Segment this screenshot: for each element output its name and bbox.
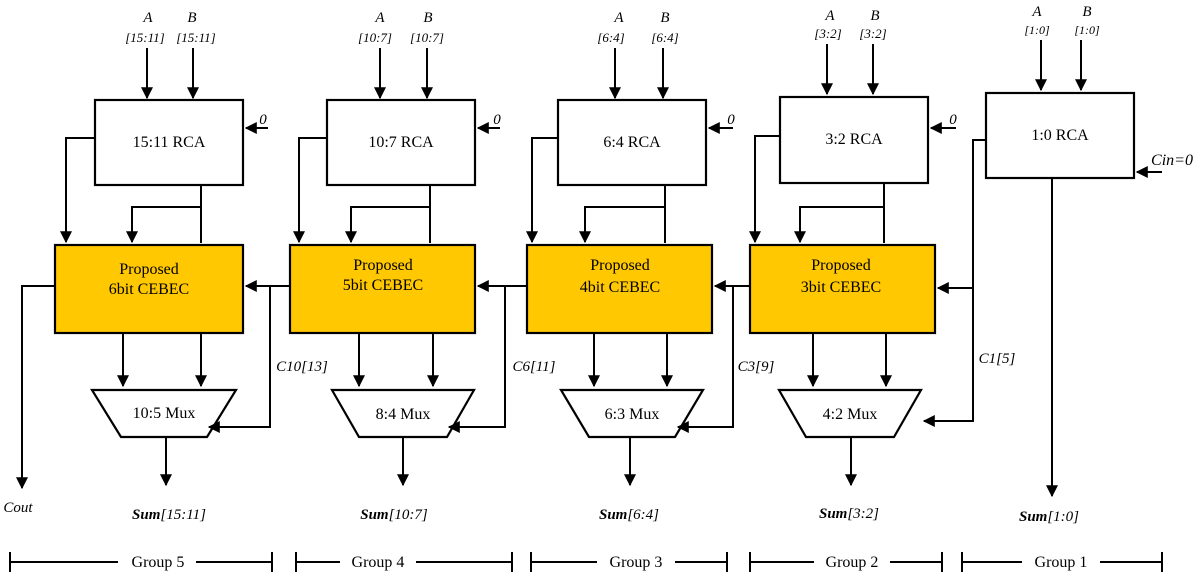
c6-label: C6[11] <box>512 359 555 375</box>
g3-cebec-line2: 4bit CEBEC <box>580 279 660 296</box>
g3-rca-sum-wire <box>579 206 665 244</box>
c10-to-g5-mux <box>207 286 271 433</box>
g2-sum-label: Sum[3:2] <box>819 506 879 522</box>
g1-a-bits: [1:0] <box>1024 23 1050 37</box>
group-1-label: Group 1 <box>1035 554 1088 571</box>
g4-sum-label: Sum[10:7] <box>360 507 428 523</box>
g2-cebec-box <box>748 243 937 335</box>
g5-a-label: A <box>142 10 153 26</box>
g5-b-bits: [15:11] <box>176 30 215 45</box>
g1-rca-box <box>984 91 1136 180</box>
g2-rca-box <box>778 95 930 185</box>
group-1-block: A B [1:0] [1:0] 1:0 RCA Cin=0 Sum[1:0] C… <box>922 4 1193 525</box>
g3-cebec-line1: Proposed <box>590 257 650 274</box>
g5-cebec-box <box>53 243 245 335</box>
g5-zero-label: 0 <box>259 112 267 128</box>
g4-b-label: B <box>423 10 432 26</box>
g5-b-label: B <box>187 10 196 26</box>
g2-zero-label: 0 <box>949 112 957 128</box>
g4-cebec-line2: 5bit CEBEC <box>343 277 423 294</box>
g1-rca-label: 1:0 RCA <box>1031 127 1089 144</box>
g3-rca-left-wire <box>526 137 558 244</box>
g5-mux-label: 10:5 Mux <box>133 405 196 422</box>
c3-label: C3[9] <box>738 359 775 375</box>
g4-rca-label: 10:7 RCA <box>368 134 434 151</box>
g4-b-bits: [10:7] <box>410 30 444 45</box>
g5-mux <box>90 388 238 439</box>
g3-a-label: A <box>613 10 624 26</box>
c3-to-g3-mux <box>676 286 734 433</box>
group-brackets: Group 5 Group 4 Group 3 Group 2 Group 1 <box>9 552 1163 572</box>
g3-zero-label: 0 <box>727 112 735 128</box>
cout-label: Cout <box>3 500 33 516</box>
group-4-label: Group 4 <box>352 554 405 571</box>
g4-cebec-line1: Proposed <box>353 257 413 274</box>
g1-b-bits: [1:0] <box>1074 23 1100 37</box>
group-4-block: A B [10:7] [10:7] 10:7 RCA 0 Proposed 5b… <box>207 10 501 523</box>
g4-a-label: A <box>374 10 385 26</box>
group-2-label: Group 2 <box>826 554 879 571</box>
g5-rca-box <box>93 98 245 187</box>
g2-rca-sum-wire <box>794 206 884 244</box>
g5-rca-left-wire <box>60 137 95 244</box>
g2-a-bits: [3:2] <box>814 26 841 41</box>
g2-a-label: A <box>824 8 835 24</box>
g2-b-label: B <box>870 8 879 24</box>
group-5-label: Group 5 <box>132 554 185 571</box>
g3-sum-label: Sum[6:4] <box>599 507 659 523</box>
g4-mux <box>330 388 476 439</box>
g5-sum-label: Sum[15:11] <box>132 507 206 523</box>
g3-rca-label: 6:4 RCA <box>603 134 661 151</box>
g2-rca-label: 3:2 RCA <box>825 131 883 148</box>
g4-a-bits: [10:7] <box>358 30 392 45</box>
g4-rca-left-wire <box>293 137 327 244</box>
cin-label: Cin=0 <box>1151 152 1193 169</box>
cout-wire <box>16 285 55 490</box>
g5-cebec-line1: Proposed <box>119 261 179 278</box>
g4-mux-label: 8:4 Mux <box>376 406 431 423</box>
g3-mux-label: 6:3 Mux <box>605 406 660 423</box>
g2-mux-label: 4:2 Mux <box>823 406 878 423</box>
group-3-block: A B [6:4] [6:4] 6:4 RCA 0 Proposed 4bit … <box>447 10 735 523</box>
g2-rca-left-wire <box>749 135 780 244</box>
g5-cebec-line2: 6bit CEBEC <box>109 281 189 298</box>
g1-b-label: B <box>1082 4 1091 20</box>
g4-cebec-box <box>288 243 477 335</box>
g4-rca-sum-wire <box>345 206 430 244</box>
g5-a-bits: [15:11] <box>125 30 164 45</box>
g2-b-bits: [3:2] <box>859 26 886 41</box>
g3-cebec-box <box>525 243 714 335</box>
g2-cebec-line1: Proposed <box>811 257 871 274</box>
g3-b-bits: [6:4] <box>651 30 678 45</box>
g1-a-label: A <box>1031 4 1042 20</box>
g2-mux <box>777 388 923 439</box>
c1-label: C1[5] <box>979 351 1016 367</box>
g5-rca-sum-wire <box>126 206 201 244</box>
g4-rca-box <box>325 98 477 187</box>
group-2-block: A B [3:2] [3:2] 3:2 RCA 0 Proposed 3bit … <box>676 8 957 522</box>
g2-cebec-line2: 3bit CEBEC <box>801 279 881 296</box>
g5-rca-label: 15:11 RCA <box>133 134 206 151</box>
g3-a-bits: [6:4] <box>597 30 624 45</box>
c6-to-g4-mux <box>447 286 506 433</box>
c10-label: C10[13] <box>276 359 328 375</box>
group-5-block: A B [15:11] [15:11] 15:11 RCA 0 Proposed… <box>3 10 268 523</box>
g1-sum-label: Sum[1:0] <box>1019 509 1079 525</box>
group-3-label: Group 3 <box>610 554 663 571</box>
c1-to-g2-mux <box>922 139 986 427</box>
g4-zero-label: 0 <box>493 112 501 128</box>
g3-rca-box <box>556 98 708 187</box>
g3-mux <box>559 388 705 439</box>
g3-b-label: B <box>660 10 669 26</box>
